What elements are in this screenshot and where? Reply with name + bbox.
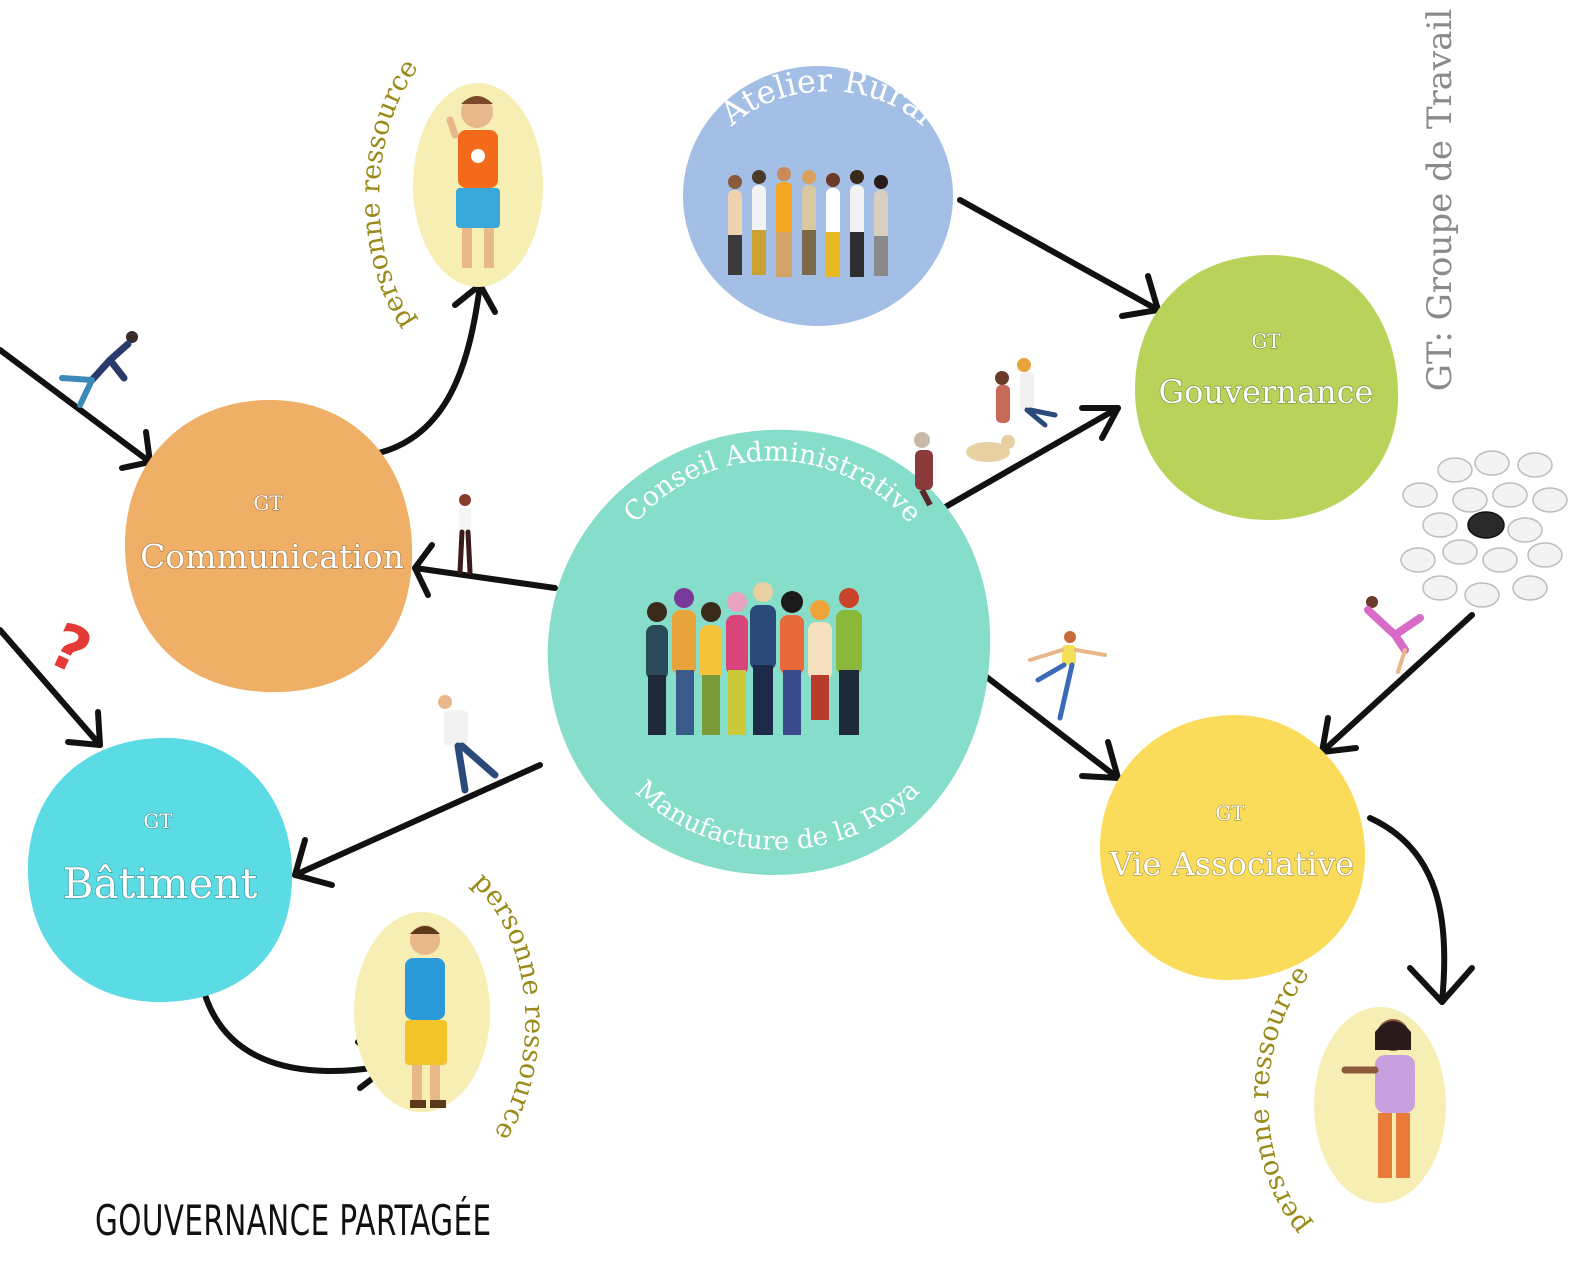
walking-person-icon	[1364, 596, 1424, 674]
resource-person-1: personne ressource	[355, 53, 543, 335]
resource-3-label: personne ressource	[1244, 960, 1315, 1241]
node-gt-communication: GT Communication	[125, 400, 413, 693]
batiment-tag: GT	[143, 809, 173, 833]
arrow-batiment-to-resource	[202, 992, 393, 1074]
arrow-conseil-to-batiment	[292, 762, 543, 878]
arrow-left-to-communication	[0, 347, 153, 465]
pointing-person-icon	[446, 96, 500, 268]
resource-person-3: personne ressource	[1244, 960, 1446, 1241]
walking-person-icon	[1028, 631, 1107, 721]
gouvernance-tag: GT	[1251, 329, 1281, 353]
vie-associative-blob	[1099, 715, 1365, 980]
arrow-vie-to-resource	[1367, 815, 1448, 1005]
node-gt-vie-associative: GT Vie Associative	[1099, 715, 1365, 980]
gouvernance-label: Gouvernance	[1159, 373, 1374, 411]
thinking-person-icon	[405, 925, 447, 1108]
sheep-flock-icon	[1400, 450, 1568, 608]
people-group-icon	[728, 167, 888, 277]
legend: GT: Groupe de Travail	[1410, 8, 1470, 392]
question-mark-icon: ?	[39, 608, 102, 689]
node-conseil-administrative: Conseil Administrative Manufacture de la…	[547, 429, 991, 875]
arrow-conseil-to-communication	[412, 565, 558, 591]
arrow-conseil-to-gouvernance	[937, 405, 1121, 513]
batiment-label: Bâtiment	[63, 859, 258, 908]
walking-person-icon	[59, 331, 138, 408]
pointing-person-icon	[1341, 1019, 1415, 1178]
people-group-icon	[646, 582, 862, 735]
legend-text: GT: Groupe de Travail	[1420, 8, 1460, 392]
vie-associative-label: Vie Associative	[1109, 845, 1354, 883]
gouvernance-blob	[1135, 255, 1399, 520]
communication-tag: GT	[253, 491, 283, 515]
communication-label: Communication	[140, 537, 404, 576]
walking-person-icon	[457, 494, 473, 575]
resource-person-2: personne ressource	[354, 866, 549, 1146]
node-atelier-rural: Atelier Rural	[683, 61, 953, 326]
batiment-blob	[28, 737, 293, 1002]
arrow-atelier-to-gouvernance	[957, 197, 1161, 313]
arrow-sheep-to-vie	[1319, 612, 1475, 755]
walking-person-icon	[438, 695, 499, 794]
communication-blob	[125, 400, 413, 693]
svg-text:personne ressource: personne ressource	[1244, 960, 1315, 1241]
arrow-communication-to-resource	[367, 282, 483, 458]
page-title: GOUVERNANCE PARTAGÉE	[95, 1196, 492, 1245]
arrow-left-to-batiment	[0, 627, 103, 748]
vie-associative-tag: GT	[1215, 801, 1245, 825]
dog-walker-icon	[914, 358, 1058, 507]
node-gt-batiment: GT Bâtiment	[28, 737, 293, 1002]
node-gt-gouvernance: GT Gouvernance	[1135, 255, 1399, 520]
